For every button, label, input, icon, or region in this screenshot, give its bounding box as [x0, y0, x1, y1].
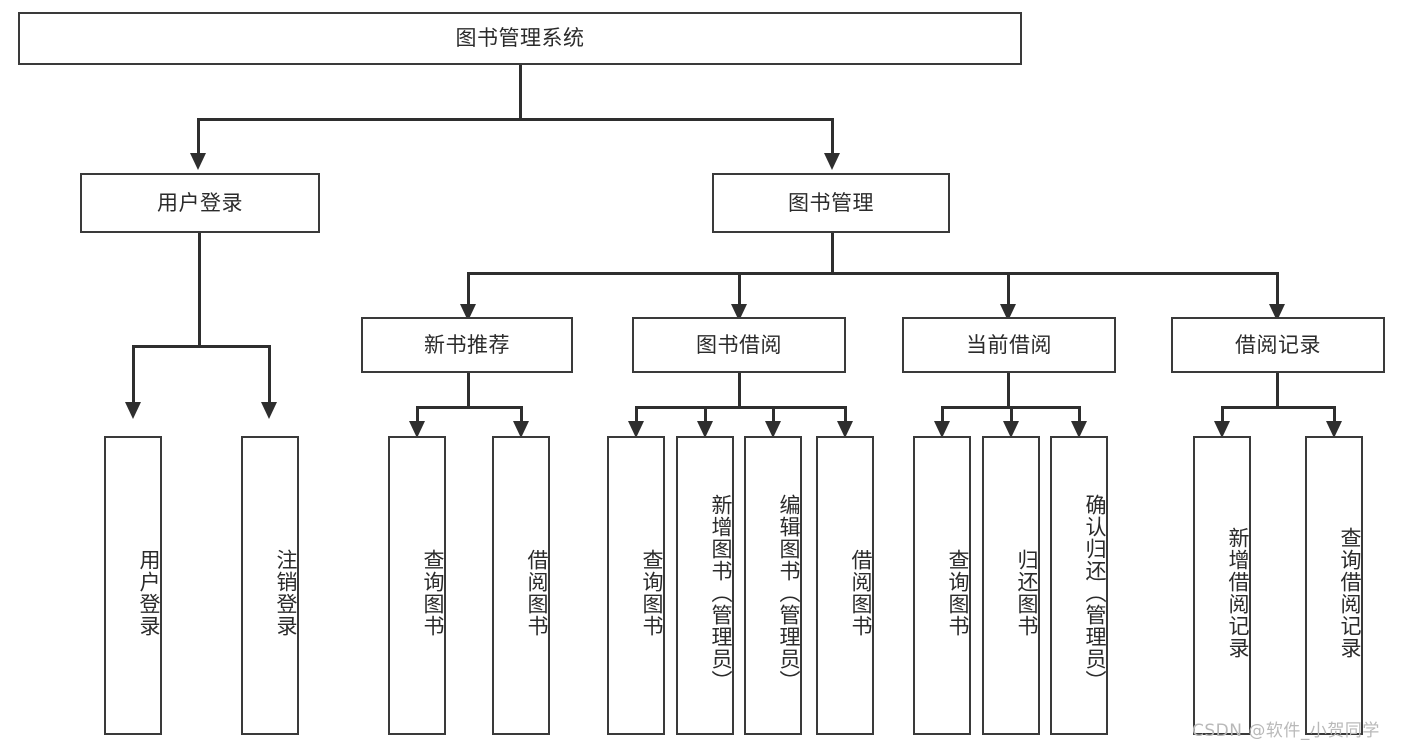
connector-root-bus [197, 118, 834, 121]
connector-bm-branch-4 [1276, 272, 1279, 304]
node-user-login[interactable]: 用户登录 [80, 173, 320, 233]
connector-br-branch-2 [1333, 406, 1336, 426]
arrow-to-leaf-logout [261, 402, 277, 419]
node-leaf-add-book[interactable]: 新增图书（管理员） [676, 436, 734, 735]
connector-bb-branch-2 [704, 406, 707, 426]
node-borrow-record[interactable]: 借阅记录 [1171, 317, 1385, 373]
arrow-to-book-management [824, 153, 840, 170]
arrow-to-leaf-user-login [125, 402, 141, 419]
connector-nbr-trunk [467, 373, 470, 406]
node-leaf-query-book-3-label: 查询图书 [946, 548, 970, 637]
node-leaf-query-book-1[interactable]: 查询图书 [388, 436, 446, 735]
connector-bb-branch-1 [635, 406, 638, 426]
connector-book-management-trunk [831, 233, 834, 272]
node-leaf-return-book[interactable]: 归还图书 [982, 436, 1040, 735]
connector-nbr-branch-2 [520, 406, 523, 426]
node-leaf-query-book-2-label: 查询图书 [640, 548, 664, 637]
node-leaf-edit-book-label: 编辑图书（管理员） [777, 493, 801, 692]
node-leaf-add-record-label: 新增借阅记录 [1226, 526, 1250, 659]
node-leaf-borrow-book-2-label: 借阅图书 [849, 548, 873, 637]
node-leaf-query-book-3[interactable]: 查询图书 [913, 436, 971, 735]
node-leaf-query-book-1-label: 查询图书 [421, 548, 445, 637]
connector-bm-branch-2 [738, 272, 741, 304]
connector-bm-branch-1 [467, 272, 470, 304]
connector-bb-branch-3 [772, 406, 775, 426]
connector-user-login-branch-2 [268, 345, 271, 402]
node-leaf-confirm-return-label: 确认归还（管理员） [1083, 493, 1107, 692]
node-leaf-logout-label: 注销登录 [274, 548, 298, 637]
node-user-login-label: 用户登录 [157, 190, 243, 215]
arrow-to-user-login [190, 153, 206, 170]
node-leaf-borrow-book-1-label: 借阅图书 [525, 548, 549, 637]
connector-root-trunk [519, 65, 522, 118]
node-current-borrow[interactable]: 当前借阅 [902, 317, 1116, 373]
connector-br-trunk [1276, 373, 1279, 406]
connector-bb-bus [635, 406, 847, 409]
connector-bb-branch-4 [844, 406, 847, 426]
node-new-book-recommend-label: 新书推荐 [424, 332, 510, 357]
arrow-to-leaf-edit-book [765, 421, 781, 438]
arrow-to-leaf-borrow-book-2 [837, 421, 853, 438]
arrow-to-leaf-query-book-1 [409, 421, 425, 438]
node-book-management[interactable]: 图书管理 [712, 173, 950, 233]
arrow-to-leaf-add-record [1214, 421, 1230, 438]
connector-bb-trunk [738, 373, 741, 406]
arrow-to-book-borrow [731, 304, 747, 321]
arrow-to-leaf-borrow-book-1 [513, 421, 529, 438]
arrow-to-current-borrow [1000, 304, 1016, 321]
connector-cb-branch-3 [1078, 406, 1081, 426]
connector-root-to-user-login [197, 118, 200, 153]
connector-nbr-branch-1 [416, 406, 419, 426]
connector-nbr-bus [416, 406, 523, 409]
node-new-book-recommend[interactable]: 新书推荐 [361, 317, 573, 373]
connector-user-login-branch-1 [132, 345, 135, 402]
arrow-to-borrow-record [1269, 304, 1285, 321]
node-leaf-add-record[interactable]: 新增借阅记录 [1193, 436, 1251, 735]
connector-br-bus [1221, 406, 1336, 409]
csdn-watermark: CSDN @软件_小贺同学 [1192, 721, 1380, 741]
arrow-to-leaf-query-book-2 [628, 421, 644, 438]
node-leaf-query-record-label: 查询借阅记录 [1338, 526, 1362, 659]
node-leaf-return-book-label: 归还图书 [1015, 548, 1039, 637]
arrow-to-leaf-add-book [697, 421, 713, 438]
node-book-borrow[interactable]: 图书借阅 [632, 317, 846, 373]
node-leaf-user-login[interactable]: 用户登录 [104, 436, 162, 735]
connector-br-branch-1 [1221, 406, 1224, 426]
node-root[interactable]: 图书管理系统 [18, 12, 1022, 65]
connector-book-management-bus [467, 272, 1279, 275]
connector-user-login-trunk [198, 233, 201, 345]
arrow-to-leaf-query-record [1326, 421, 1342, 438]
node-borrow-record-label: 借阅记录 [1235, 332, 1321, 357]
node-leaf-user-login-label: 用户登录 [137, 548, 161, 637]
node-leaf-add-book-label: 新增图书（管理员） [709, 493, 733, 692]
arrow-to-leaf-query-book-3 [934, 421, 950, 438]
node-leaf-edit-book[interactable]: 编辑图书（管理员） [744, 436, 802, 735]
node-current-borrow-label: 当前借阅 [966, 332, 1052, 357]
connector-cb-branch-1 [941, 406, 944, 426]
connector-user-login-bus [132, 345, 271, 348]
node-book-management-label: 图书管理 [788, 190, 874, 215]
node-leaf-logout[interactable]: 注销登录 [241, 436, 299, 735]
connector-cb-trunk [1007, 373, 1010, 406]
node-book-borrow-label: 图书借阅 [696, 332, 782, 357]
node-root-label: 图书管理系统 [455, 26, 585, 51]
connector-bm-branch-3 [1007, 272, 1010, 304]
node-leaf-query-record[interactable]: 查询借阅记录 [1305, 436, 1363, 735]
connector-root-to-book-management [831, 118, 834, 153]
connector-cb-branch-2 [1010, 406, 1013, 426]
node-leaf-query-book-2[interactable]: 查询图书 [607, 436, 665, 735]
node-leaf-borrow-book-2[interactable]: 借阅图书 [816, 436, 874, 735]
arrow-to-leaf-confirm-return [1071, 421, 1087, 438]
arrow-to-new-book-recommend [460, 304, 476, 321]
node-leaf-confirm-return[interactable]: 确认归还（管理员） [1050, 436, 1108, 735]
arrow-to-leaf-return-book [1003, 421, 1019, 438]
node-leaf-borrow-book-1[interactable]: 借阅图书 [492, 436, 550, 735]
